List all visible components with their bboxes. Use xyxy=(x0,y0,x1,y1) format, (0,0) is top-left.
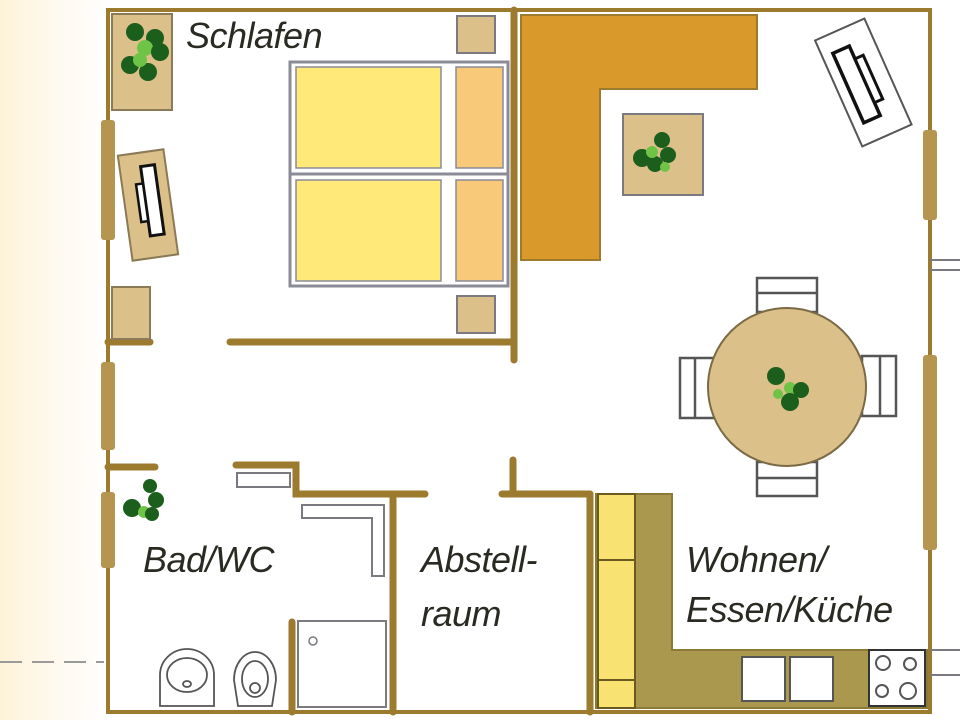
kitchen-sink-icon xyxy=(741,656,834,702)
cabinet xyxy=(111,286,151,340)
sink-icon xyxy=(159,648,215,707)
plant-icon xyxy=(121,23,169,81)
plant-icon xyxy=(767,367,809,411)
room-label-wohnen-line1: Wohnen/ xyxy=(686,539,827,580)
plant-icon xyxy=(123,479,164,521)
kitchen-counter xyxy=(595,493,928,709)
door-icon xyxy=(930,259,960,676)
nightstand-icon xyxy=(456,295,496,334)
toilet-icon xyxy=(233,651,277,707)
room-label-wohnen-line2: Essen/Küche xyxy=(686,589,893,630)
bed-icon xyxy=(288,60,510,288)
room-label-schlafen: Schlafen xyxy=(186,15,323,56)
window-icon xyxy=(923,130,937,550)
plant-icon xyxy=(633,132,676,172)
window-icon xyxy=(101,120,115,568)
bathtub-icon xyxy=(301,504,385,577)
room-label-bad-wc: Bad/WC xyxy=(143,539,275,580)
shower-icon xyxy=(297,620,387,708)
sofa-icon xyxy=(520,14,758,261)
tv-icon xyxy=(116,148,180,262)
nightstand-icon xyxy=(456,15,496,54)
interior-walls xyxy=(104,6,594,716)
stove-icon xyxy=(868,649,926,707)
room-label-abstellraum-line1: Abstell- xyxy=(421,539,538,580)
room-label-abstellraum-line2: raum xyxy=(421,593,502,634)
towel-rack xyxy=(236,472,291,488)
tv-icon xyxy=(813,17,913,148)
